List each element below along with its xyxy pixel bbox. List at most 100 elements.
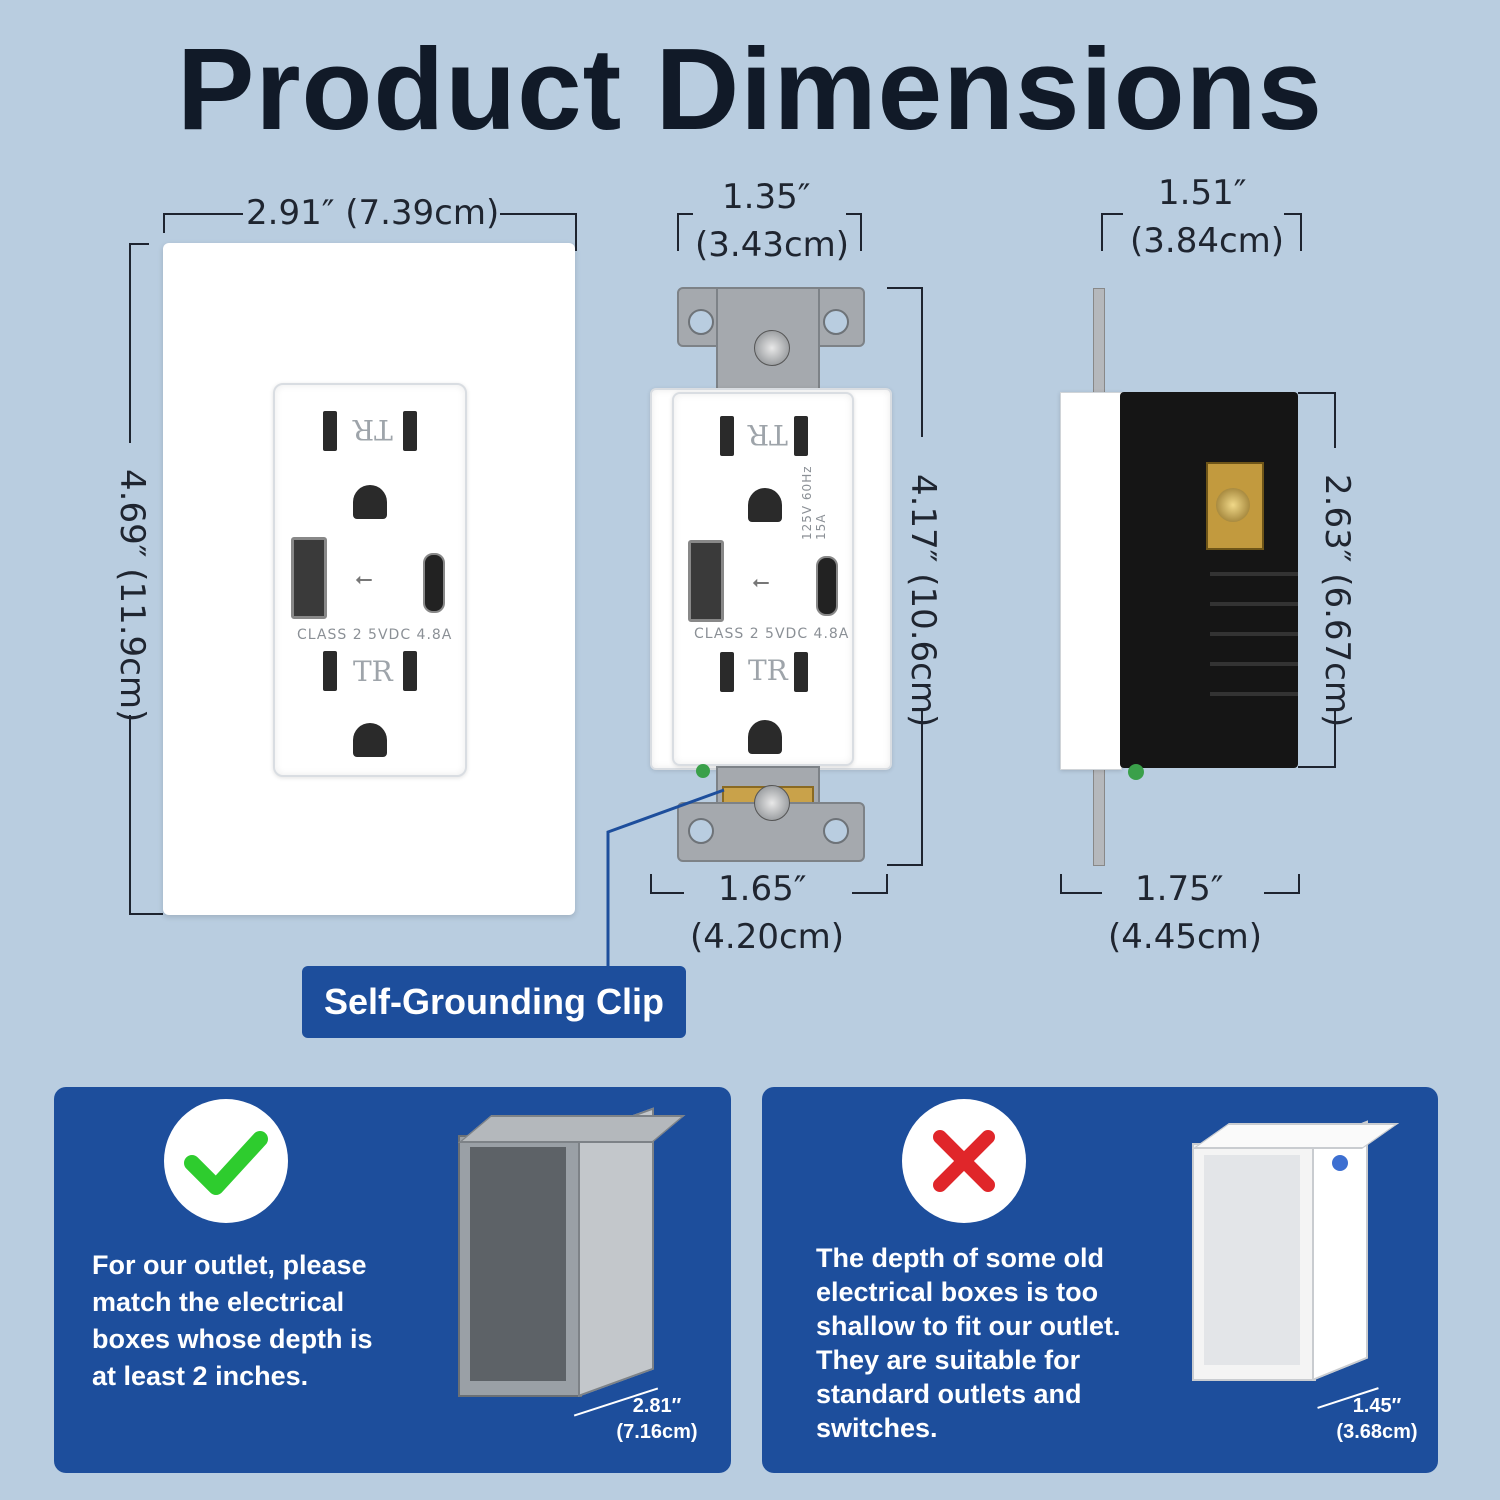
deep-box-dim-cm: (7.16cm) (616, 1421, 698, 1443)
outlet-slot (403, 411, 417, 451)
dimension-tick (887, 287, 923, 289)
dimension-tick (575, 213, 577, 251)
dimension-tick (1101, 213, 1103, 251)
dimension-tick (1300, 213, 1302, 251)
callout-leader-line (606, 788, 725, 968)
wallplate-height-label: 4.69″ (11.9cm) (112, 469, 152, 723)
dimension-tick (1298, 392, 1336, 394)
dimension-tick (1298, 874, 1300, 894)
side-bottom-depth-in: 1.75″ (1135, 869, 1224, 909)
outlet-height-label: 4.17″ (10.6cm) (903, 474, 943, 728)
dimension-line (1334, 710, 1336, 768)
mounting-screw (754, 330, 790, 366)
outlet-slot (403, 651, 417, 691)
side-body (1120, 392, 1298, 768)
usb-c-port (423, 553, 445, 613)
check-circle (164, 1099, 288, 1223)
side-top-depth-in: 1.51″ (1158, 173, 1247, 213)
outlet-top-width-cm: (3.43cm) (695, 225, 850, 265)
spec-text: CLASS 2 5VDC 4.8A (297, 627, 453, 643)
side-face (1060, 392, 1122, 770)
ground-hole (353, 723, 387, 757)
dimension-line (500, 213, 576, 215)
self-grounding-clip-callout: Self-Grounding Clip (302, 966, 686, 1038)
dimension-line (852, 892, 888, 894)
deep-electrical-box (458, 1105, 686, 1397)
mounting-hole (823, 818, 849, 844)
side-top-depth-cm: (3.84cm) (1130, 221, 1285, 261)
vent-rib (1210, 632, 1298, 636)
dimension-line (129, 715, 131, 915)
compatible-text-line: boxes whose depth is (92, 1324, 373, 1354)
outlet-bottom-width-cm: (4.20cm) (690, 917, 845, 957)
side-bottom-depth-cm: (4.45cm) (1108, 917, 1263, 957)
side-height-label: 2.63″ (6.67cm) (1317, 474, 1357, 728)
dimension-tick (886, 874, 888, 894)
incompatible-text-line: electrical boxes is too (816, 1277, 1099, 1307)
usb-a-port (291, 537, 327, 619)
spec-text: CLASS 2 5VDC 4.8A (694, 626, 850, 642)
page-title: Product Dimensions (177, 24, 1323, 154)
cross-circle (902, 1099, 1026, 1223)
dimension-line (1101, 213, 1123, 215)
outlet-slot (794, 652, 808, 692)
dimension-tick (163, 213, 165, 233)
outlet-bottom-width-in: 1.65″ (718, 869, 807, 909)
dimension-tick (1060, 874, 1062, 894)
outlet-slot (720, 416, 734, 456)
mounting-hole (823, 309, 849, 335)
vent-rib (1210, 662, 1298, 666)
shallow-electrical-box (1192, 1115, 1400, 1405)
outlet-top-width-in: 1.35″ (722, 177, 811, 217)
dimension-line (1334, 392, 1336, 448)
dimension-line (1284, 213, 1302, 215)
ground-screw (696, 764, 710, 778)
wallplate: TR ⭠ CLASS 2 5VDC 4.8A TR (163, 243, 575, 915)
panel-incompatible: The depth of some old electrical boxes i… (762, 1087, 1438, 1473)
incompatible-text-line: shallow to fit our outlet. (816, 1311, 1121, 1341)
vent-rib (1210, 692, 1298, 696)
ground-hole (353, 485, 387, 519)
outlet-face: TR ⭠ CLASS 2 5VDC 4.8A TR (273, 383, 467, 777)
deep-box-dim-in: 2.81″ (632, 1395, 682, 1417)
dimension-line (1060, 892, 1102, 894)
outlet-slot (323, 651, 337, 691)
dimension-line (921, 710, 923, 866)
terminal-screw (1216, 488, 1250, 522)
dimension-line (129, 243, 131, 443)
usb-icon: ⭠ (752, 570, 770, 595)
tr-mark: TR (748, 654, 788, 687)
outlet-slot (720, 652, 734, 692)
incompatible-text: The depth of some old electrical boxes i… (816, 1241, 1120, 1445)
check-icon (184, 1131, 268, 1195)
usb-icon: ⭠ (355, 567, 373, 592)
mounting-hole (688, 309, 714, 335)
incompatible-text-line: switches. (816, 1413, 938, 1443)
dimension-tick (860, 213, 862, 251)
mounting-hole (688, 818, 714, 844)
shallow-box-dim-in: 1.45″ (1352, 1395, 1402, 1417)
dimension-tick (887, 864, 923, 866)
compatible-text-line: For our outlet, please (92, 1250, 367, 1280)
incompatible-text-line: The depth of some old (816, 1243, 1104, 1273)
dimension-line (163, 213, 243, 215)
usb-c-port (816, 556, 838, 616)
shallow-box-dim: 1.45″ (3.68cm) (1322, 1393, 1432, 1445)
compatible-text: For our outlet, please match the electri… (92, 1247, 373, 1395)
compatible-text-line: match the electrical (92, 1287, 345, 1317)
rating-text: 125V 60Hz 15A (800, 465, 828, 540)
vent-rib (1210, 602, 1298, 606)
tr-mark: TR (353, 655, 393, 688)
outlet-slot (794, 416, 808, 456)
dimension-line (846, 213, 862, 215)
incompatible-text-line: They are suitable for (816, 1345, 1081, 1375)
usb-a-port (688, 540, 724, 622)
cross-icon (933, 1130, 995, 1192)
dimension-tick (650, 874, 652, 894)
ground-hole (748, 488, 782, 522)
ground-screw (1128, 764, 1144, 780)
deep-box-dim: 2.81″ (7.16cm) (602, 1393, 712, 1445)
dimension-line (1264, 892, 1300, 894)
dimension-tick (129, 243, 149, 245)
compatible-text-line: at least 2 inches. (92, 1361, 309, 1391)
